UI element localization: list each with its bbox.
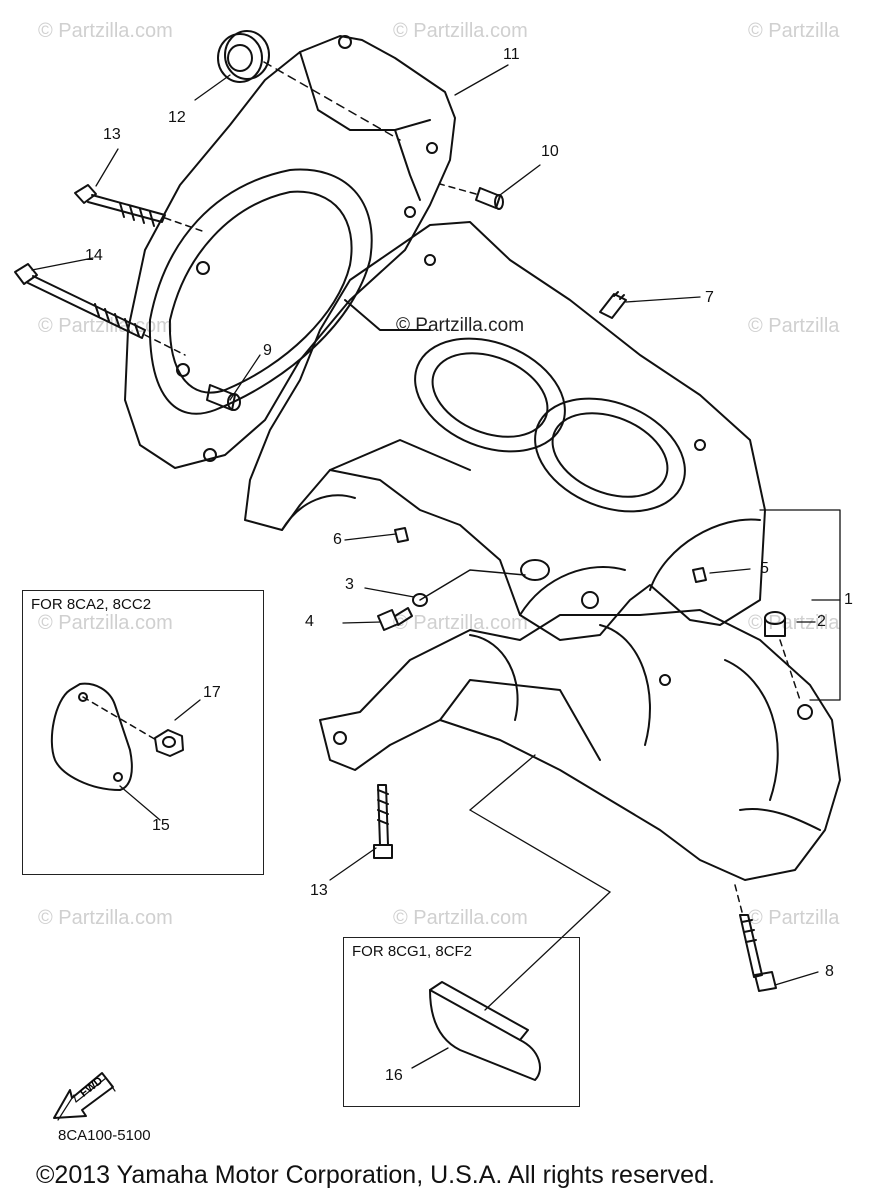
dowel-pin-part-9: [206, 384, 241, 411]
fitting-part-7: [599, 291, 627, 319]
cover-plate-part-15: [50, 682, 133, 791]
callout-15: 15: [152, 817, 170, 834]
bolt-part-13-upper: [74, 184, 166, 227]
variant-box-bottom-label: FOR 8CG1, 8CF2: [352, 943, 473, 960]
crankcase-cover-part-11: [124, 35, 456, 469]
callout-2: 2: [817, 613, 826, 630]
watermark: © Partzilla: [748, 612, 840, 634]
watermark: © Partzilla: [748, 907, 840, 929]
dowel-part-5: [692, 567, 707, 583]
variant-box-bottom: FOR 8CG1, 8CF2: [343, 937, 580, 1107]
callout-16: 16: [385, 1067, 403, 1084]
cap-part-2: [764, 611, 786, 637]
fwd-arrow-icon: [53, 1072, 116, 1121]
bolt-part-4: [377, 607, 413, 631]
strainer-part-16: [429, 981, 541, 1081]
callout-5: 5: [760, 560, 769, 577]
callout-8: 8: [825, 963, 834, 980]
callout-6: 6: [333, 531, 342, 548]
watermark: © Partzilla.com: [393, 907, 528, 929]
lower-crankcase: [319, 609, 841, 881]
callout-11: 11: [503, 46, 520, 63]
upper-crankcase: [244, 221, 766, 641]
callout-1: 1: [844, 591, 853, 608]
watermark: © Partzilla.com: [38, 612, 173, 634]
callout-13-lower: 13: [310, 882, 328, 899]
watermark: © Partzilla.com: [393, 20, 528, 42]
washer-part-3: [412, 593, 428, 607]
copyright-notice: ©2013 Yamaha Motor Corporation, U.S.A. A…: [36, 1161, 715, 1189]
variant-box-left-label: FOR 8CA2, 8CC2: [31, 596, 152, 613]
dowel-part-6: [394, 527, 409, 543]
callout-4: 4: [305, 613, 314, 630]
callout-13-upper: 13: [103, 126, 121, 143]
callout-14: 14: [85, 247, 103, 264]
watermark: © Partzilla.com: [38, 315, 173, 337]
callout-3: 3: [345, 576, 354, 593]
callout-17: 17: [203, 684, 221, 701]
watermark: © Partzilla.com: [38, 907, 173, 929]
callout-9: 9: [263, 342, 272, 359]
diagram-code: 8CA100-5100: [58, 1127, 151, 1144]
callout-7: 7: [705, 289, 714, 306]
bolt-part-13-lower: [373, 784, 393, 859]
oil-seal-part-12: [217, 30, 270, 83]
callout-10: 10: [541, 143, 559, 160]
watermark: © Partzilla.com: [38, 20, 173, 42]
nut-part-17: [154, 729, 184, 757]
variant-box-left: FOR 8CA2, 8CC2: [22, 590, 264, 875]
bolt-part-8: [739, 914, 777, 992]
watermark: © Partzilla.com: [393, 612, 528, 634]
bolt-part-14: [14, 263, 146, 339]
pin-part-10: [475, 187, 504, 210]
watermark: © Partzilla: [748, 315, 840, 337]
watermark: © Partzilla: [748, 20, 840, 42]
callout-12: 12: [168, 109, 186, 126]
